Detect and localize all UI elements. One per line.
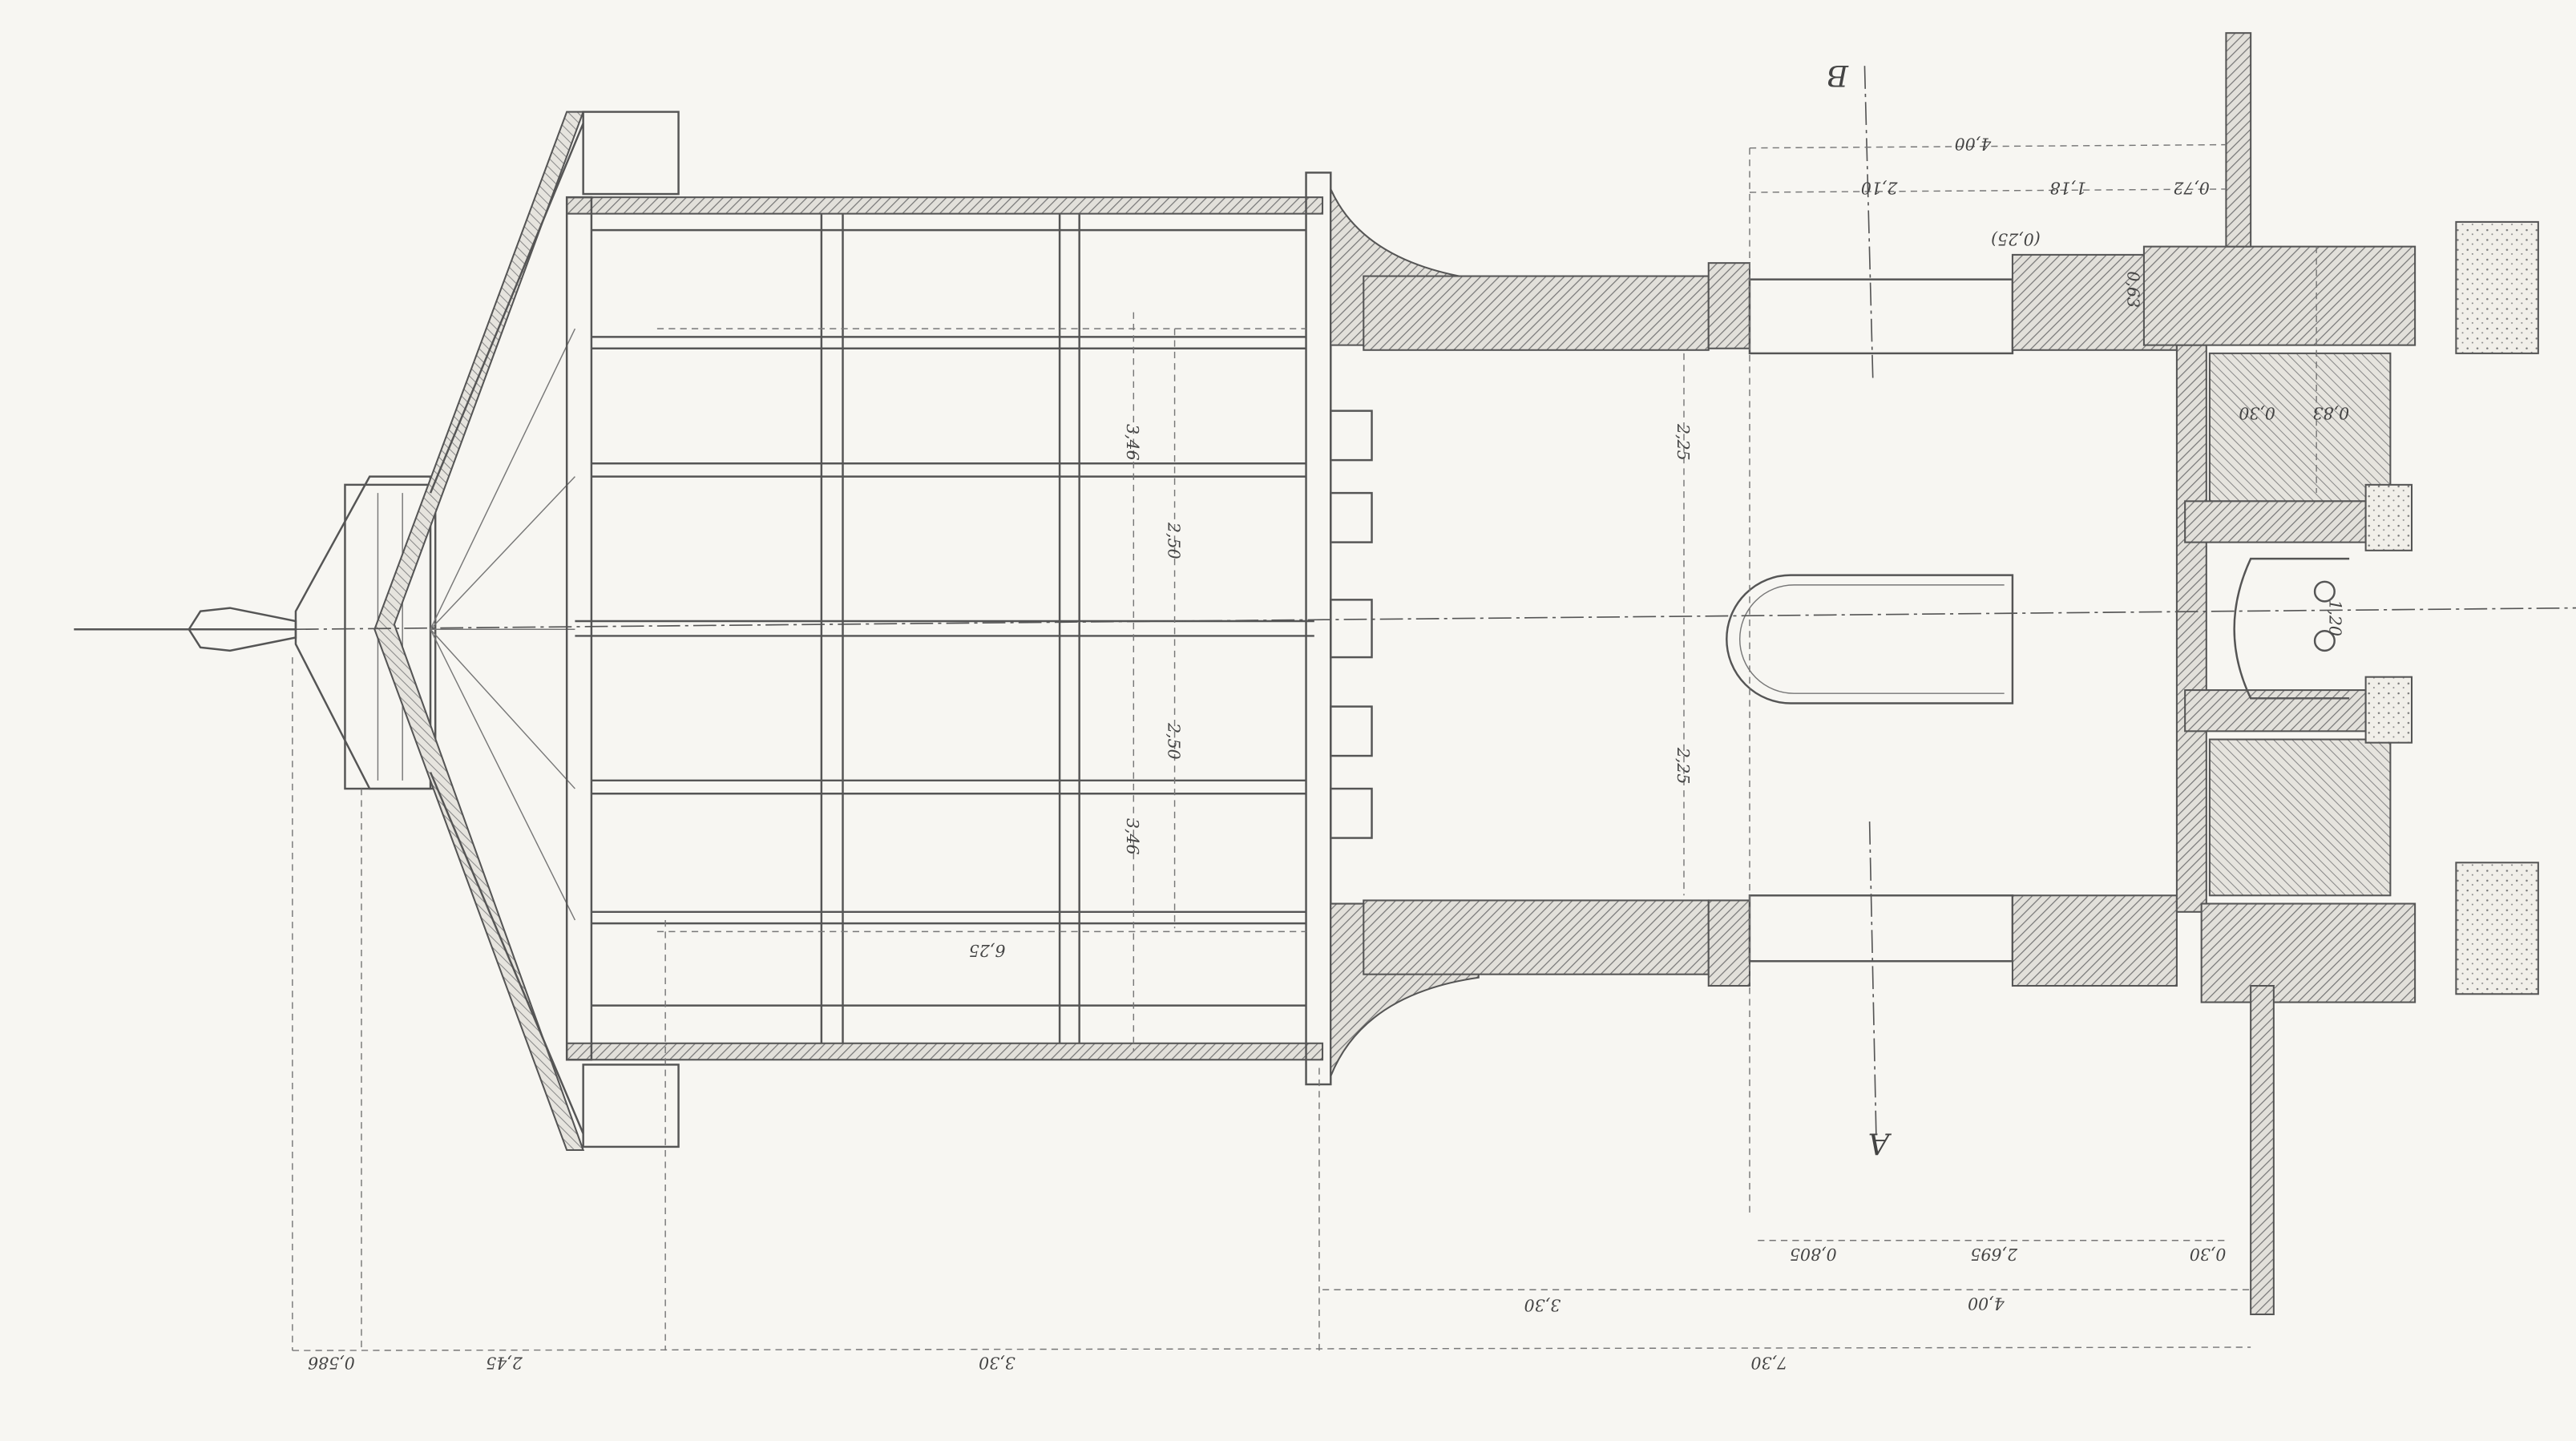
earth-top (2208, 352, 2392, 503)
dim-bot-overall: 4,00 (1968, 1294, 2005, 1313)
end-wall (2175, 344, 2207, 913)
railing-bottom (582, 1064, 680, 1148)
footing-bottom (2455, 862, 2539, 995)
dimension-labels: 4,00 2,10 1,18 0,72 (0,25) 0,63 0,30 0,8… (308, 134, 2349, 1372)
foundation-bottom (2200, 902, 2417, 1003)
dim-bot-seg2: 2,695 (1970, 1245, 2018, 1264)
dim-top-seg2: 1,18 (2050, 179, 2087, 198)
dim-top-seg1: 2,10 (1861, 179, 1899, 198)
roof (74, 111, 680, 1152)
window-bottom (1748, 894, 2014, 963)
dim-fire-width: 1,20 (2326, 599, 2345, 636)
dim-eave: 2,45 (486, 1353, 523, 1372)
dim-bay-outer-top: 3,46 (1123, 424, 1142, 461)
dim-bot-seg1: 0,805 (1790, 1245, 1837, 1264)
dim-found-a: 0,30 (2239, 404, 2275, 423)
wall-bottom (1363, 899, 1710, 975)
lantern-cap (294, 475, 432, 790)
earth-bottom (2208, 738, 2392, 897)
dim-top-seg3: 0,72 (2173, 179, 2210, 198)
lantern (344, 483, 437, 790)
railing-top (582, 111, 680, 196)
joist-ends (1330, 410, 1373, 839)
dim-wall-thickness: 0,63 (2123, 271, 2142, 308)
window-top (1748, 278, 2014, 355)
wall-top (1363, 275, 1710, 351)
dim-roof-span: 6,25 (969, 941, 1006, 960)
foundation-top (2142, 245, 2417, 346)
dim-found-b: 0,83 (2313, 404, 2350, 423)
roof-slope (373, 111, 585, 1152)
footing-top (2455, 220, 2539, 354)
center-axis (295, 607, 2576, 631)
dim-upper-part: 3,30 (1524, 1296, 1561, 1315)
dim-half-width-top: 2,25 (1674, 423, 1693, 461)
dim-half-width-bottom: 2,25 (1674, 747, 1693, 785)
hearth (2233, 557, 2350, 700)
section-mark-a: A (1868, 1127, 1892, 1161)
dim-top-overall: 4,00 (1955, 134, 1993, 153)
dim-spire: 0,586 (308, 1353, 355, 1372)
section-mark-b: B (1827, 59, 1849, 93)
arched-opening (1726, 574, 2014, 704)
dim-bay-inner-bottom: 2,50 (1164, 722, 1183, 760)
dim-bot-seg3: 0,30 (2190, 1245, 2227, 1264)
dim-bay-outer-bottom: 3,46 (1123, 818, 1142, 855)
dimension-lines (292, 143, 2317, 1351)
dim-top-small: (0,25) (1991, 229, 2041, 248)
dim-total: 7,30 (1750, 1353, 1787, 1372)
timber-frame (565, 172, 1373, 1086)
masonry (1330, 32, 2539, 1316)
dim-roof-part: 3,30 (979, 1353, 1015, 1372)
dim-bay-inner-top: 2,50 (1164, 522, 1183, 559)
